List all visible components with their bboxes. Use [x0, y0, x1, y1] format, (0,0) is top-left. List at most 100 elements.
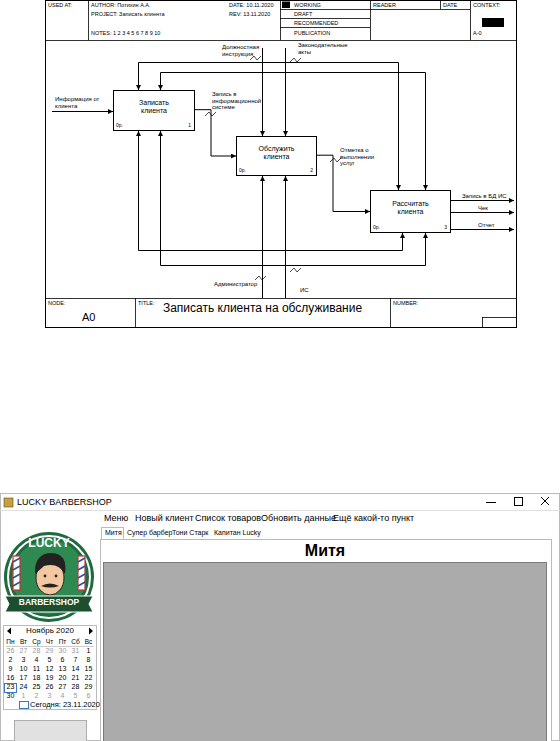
text-label: DRAFT [294, 11, 312, 17]
calendar-cell: 15 [82, 665, 95, 673]
text-label: REV: 13.11.2020 [229, 11, 270, 17]
calendar-cell: 5 [43, 656, 56, 664]
calendar-cell: 31 [69, 647, 82, 655]
text-label: Ноябрь 2020 [14, 627, 86, 636]
barber-pole [78, 556, 85, 590]
control-arrow [262, 48, 263, 136]
text-label: READER [373, 2, 396, 8]
calendar-cell: 28 [69, 683, 82, 691]
calendar-cell: 21 [69, 674, 82, 682]
calendar-cell: 13 [56, 665, 69, 673]
calendar-cell: 4 [30, 656, 43, 664]
text-label: WORKING [294, 2, 321, 8]
calendar-cell: 26 [4, 647, 17, 655]
calendar-cell: 27 [56, 683, 69, 691]
text-label: DATE: 10.11.2020 [229, 2, 273, 8]
text-label: Запись в БД ИС [462, 193, 507, 200]
text-label: Митя [105, 529, 122, 537]
calendar-cell: 14 [69, 665, 82, 673]
pole-stripes [13, 558, 20, 586]
calendar-cell: 2 [4, 656, 17, 664]
calendar-cell: 29 [82, 683, 95, 691]
calendar-cell: 20 [56, 674, 69, 682]
calendar-cell: Сб [69, 638, 82, 645]
calendar-cell: 9 [4, 665, 17, 673]
cost-label: 0р. [373, 225, 380, 231]
text-label: TITLE: [138, 300, 155, 306]
calendar-cell: 30 [4, 692, 17, 700]
context-mark [482, 18, 504, 27]
text-label: BARBERSHOP [6, 598, 92, 608]
calendar-cell: 1 [17, 692, 30, 700]
calendar-cell: 10 [17, 665, 30, 673]
calendar-cell: 22 [82, 674, 95, 682]
control-arrow [161, 73, 286, 91]
calendar-cell: Вс [82, 638, 95, 645]
calendar-cell: 12 [43, 665, 56, 673]
box-number: 3 [444, 225, 447, 231]
minimize-button [486, 502, 496, 503]
control-arrow [285, 48, 286, 136]
calendar-cell: 1 [82, 647, 95, 655]
text-label: Чек [478, 205, 488, 212]
calendar-cell: 24 [17, 683, 30, 691]
text-label: ИС [300, 287, 309, 294]
calendar-cell: 3 [17, 656, 30, 664]
text-label: Капитан Lucky [214, 529, 261, 537]
cost-label: 0р. [116, 123, 123, 129]
calendar-cell: 16 [4, 674, 17, 682]
text-label: NOTES: 1 2 3 4 5 6 7 8 9 10 [91, 30, 160, 36]
text-label: Ещё какой-то пункт [333, 513, 414, 523]
arrow-label: Отметка о выполнении услуг [340, 147, 388, 167]
output-arrow [451, 212, 514, 213]
mechanism-arrow [286, 233, 426, 266]
calendar-cell: Чт [43, 638, 56, 645]
close-button [541, 497, 549, 505]
text-label: Тони Старк [172, 529, 208, 537]
text-label: Меню [104, 513, 128, 523]
maximize-button [515, 498, 523, 506]
text-label: Митя [100, 542, 550, 560]
tab-panel [101, 540, 552, 741]
text-label: DATE [443, 2, 457, 8]
calendar-cell: 17 [17, 674, 30, 682]
text-label: NODE: [48, 300, 65, 306]
leader-squiggle [205, 56, 341, 280]
calendar-cell: 27 [17, 647, 30, 655]
active-tab [102, 528, 124, 540]
process-name: Обслужить клиента [237, 145, 316, 161]
text-label: Список товаров [195, 513, 261, 523]
prev-month [7, 628, 11, 635]
text-label: PROJECT: Записать клиента [91, 11, 165, 17]
calendar-cell: 7 [69, 656, 82, 664]
calendar-cell: 30 [56, 647, 69, 655]
arrow-label: Запись в информационной системе [212, 91, 262, 111]
process-name: Записать клиента [114, 100, 194, 116]
calendar-cell: 23 [4, 683, 17, 691]
today-mark [20, 702, 29, 709]
text-label: USED AT: [48, 2, 72, 8]
calendar-cell: Пн [4, 638, 17, 645]
logo-hair [35, 553, 66, 574]
footer-grid [45, 298, 516, 327]
output-arrow [451, 200, 514, 201]
calendar-cell: 6 [56, 656, 69, 664]
calendar-cell: 11 [30, 665, 43, 673]
text-label: A0 [82, 311, 95, 323]
text-label: AUTHOR: Потихин А.А. [91, 2, 151, 8]
text-label: LUCKY BARBERSHOP [17, 497, 112, 507]
calendar-cell: Пт [56, 638, 69, 645]
logo-eye [55, 575, 58, 578]
box-number: 1 [188, 123, 191, 129]
app-icon [4, 498, 13, 507]
calendar-cell: 26 [43, 683, 56, 691]
text-label: PUBLICATION [294, 30, 330, 36]
text-label: CONTEXT: [473, 2, 500, 8]
pole-stripes [78, 558, 85, 586]
logo-mustache [41, 584, 59, 588]
logo-eye [44, 575, 47, 578]
diagram-frame [46, 1, 517, 328]
text-label: Информация от клиента [55, 96, 103, 109]
